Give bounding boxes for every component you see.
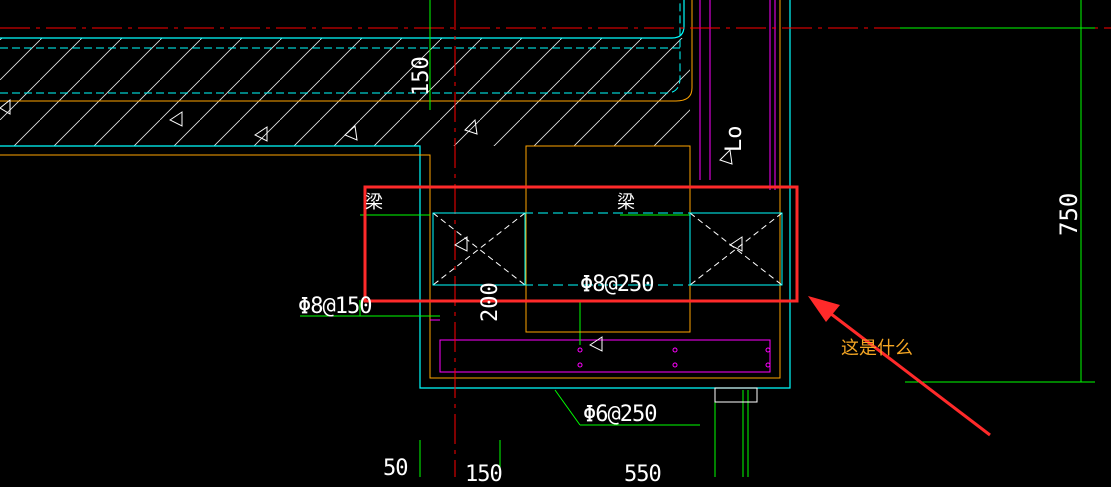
beam-label-left: 梁 bbox=[365, 192, 383, 213]
beam-label-mid: 梁 bbox=[617, 192, 635, 213]
highlight-box bbox=[363, 185, 799, 303]
slab-hatch bbox=[0, 38, 690, 146]
bottom-dim-150: 150 bbox=[465, 462, 503, 487]
bottom-dim-50: 50 bbox=[383, 456, 408, 481]
dim-200-vertical: 200 bbox=[478, 282, 503, 322]
cad-drawing: 150 750 Lo 200 bbox=[0, 0, 1111, 477]
bottom-dim-550: 550 bbox=[624, 462, 662, 487]
rebar-triangles bbox=[0, 98, 743, 352]
rebar-label-phi6-250: Φ6@250 bbox=[583, 402, 657, 427]
beam-box bbox=[432, 145, 783, 403]
question-annotation: 这是什么 bbox=[841, 338, 913, 359]
lo-vertical: Lo bbox=[722, 126, 747, 153]
slab-outline bbox=[0, 0, 791, 389]
rebar-magenta bbox=[430, 0, 776, 373]
dim-750-vertical: 750 bbox=[1055, 193, 1083, 236]
dimension-lines bbox=[300, 0, 1095, 477]
rebar-label-phi8-250: Φ8@250 bbox=[580, 272, 654, 297]
rebar-dots bbox=[577, 347, 771, 368]
pointer-arrow bbox=[808, 296, 991, 437]
dim-150-vertical: 150 bbox=[409, 56, 434, 96]
rebar-label-phi8-150: Φ8@150 bbox=[298, 294, 372, 319]
